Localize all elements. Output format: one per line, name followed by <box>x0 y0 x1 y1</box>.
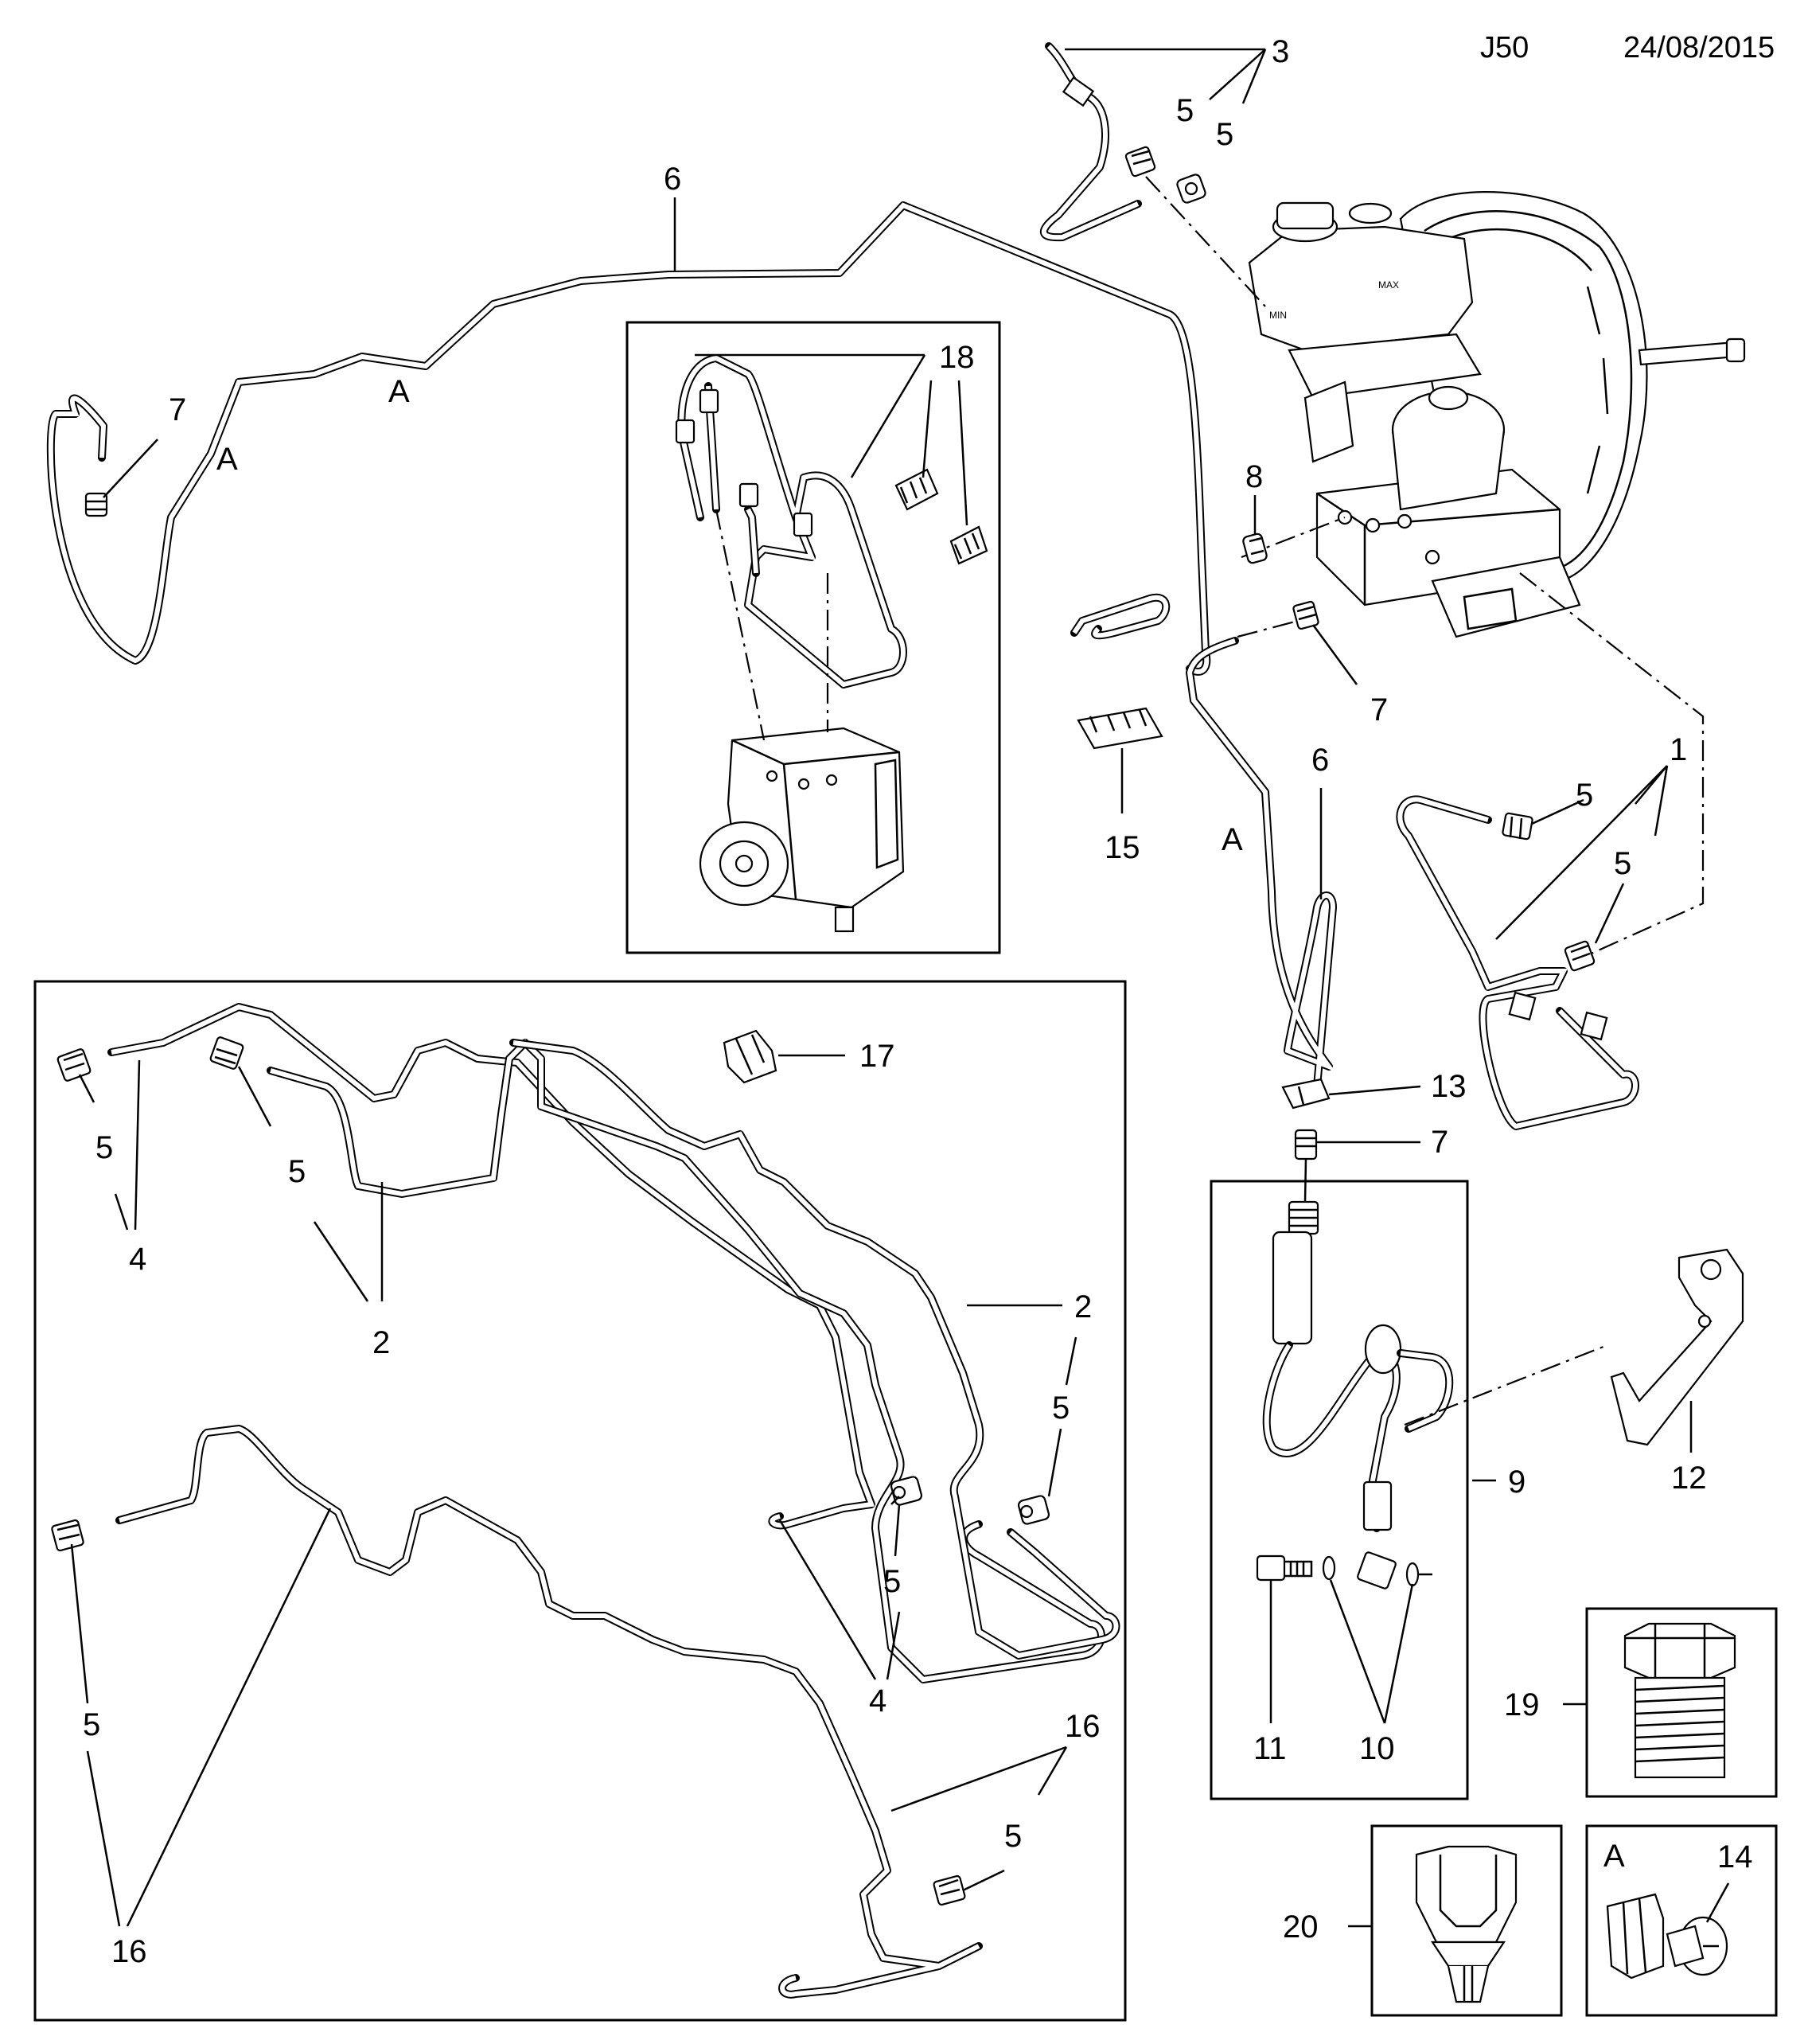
callout-5-rear-e: 5 <box>83 1707 100 1742</box>
push-rivet-20 <box>1415 1845 1518 2003</box>
callout-14: 14 <box>1717 1839 1753 1874</box>
brake-pipe-3 <box>1039 42 1142 242</box>
brake-pipe-4 <box>107 1003 875 1530</box>
pipe-clip-18-b <box>949 525 988 565</box>
callout-15: 15 <box>1105 830 1140 865</box>
pipe-clip-18-a <box>894 468 939 511</box>
callout-12: 12 <box>1671 1461 1707 1496</box>
callout-5-rear-c: 5 <box>1052 1391 1070 1426</box>
tube-nut-5-rear-e <box>51 1519 84 1552</box>
clip-frame <box>1585 1824 1778 2017</box>
rivet-frame <box>1370 1824 1563 2017</box>
callout-5-right-b: 5 <box>1614 846 1631 881</box>
diagram-date: 24/08/2015 <box>1623 31 1775 64</box>
brake-pipe-2-b <box>509 1039 1120 1660</box>
callout-6-top: 6 <box>664 162 681 197</box>
tube-nut-5-rear-a <box>56 1048 92 1082</box>
callout-7-low: 7 <box>1431 1125 1448 1160</box>
callout-7-left: 7 <box>169 392 186 427</box>
diagram-code: J50 <box>1480 31 1529 64</box>
tube-nut-5-right-a <box>1502 812 1533 841</box>
tube-nut-5-rear-d <box>1017 1495 1050 1525</box>
callout-2-left: 2 <box>372 1325 390 1360</box>
rear-lines-frame <box>33 980 1127 2022</box>
pipe-clip-13 <box>1281 1078 1331 1110</box>
callout-4-mid: 4 <box>869 1683 886 1718</box>
callout-5-rear-d: 5 <box>883 1564 901 1599</box>
callout-16-right: 16 <box>1065 1709 1101 1744</box>
callout-4-left: 4 <box>129 1242 146 1277</box>
leader-dash-18 <box>715 509 829 741</box>
callout-18: 18 <box>939 340 975 375</box>
abs-unit-detail <box>699 727 905 933</box>
grommet-8 <box>1242 532 1268 564</box>
callout-labels: 3 5 5 6 7 18 8 7 15 6 1 5 5 13 7 17 9 12… <box>83 34 1753 1969</box>
callout-10: 10 <box>1359 1731 1395 1766</box>
clip-position-markers: A A A A <box>216 374 1625 1874</box>
plug-19 <box>1623 1622 1736 1779</box>
flex-hose-9 <box>1262 1200 1454 1590</box>
tube-nut-7-low <box>1294 1129 1318 1203</box>
callout-13: 13 <box>1431 1069 1467 1104</box>
reservoir-max-label: MAX <box>1378 279 1399 291</box>
callout-2-right: 2 <box>1074 1289 1092 1324</box>
callout-9: 9 <box>1508 1465 1526 1500</box>
reservoir-min-label: MIN <box>1269 310 1287 321</box>
callout-19: 19 <box>1504 1687 1540 1722</box>
marker-a-2: A <box>216 442 238 477</box>
tube-nut-5-top-a <box>1124 146 1156 177</box>
abs-detail-pipes-18 <box>675 354 907 688</box>
callout-6-lower: 6 <box>1311 743 1329 778</box>
leader-dash-1 <box>1519 572 1705 957</box>
callout-11: 11 <box>1253 1731 1287 1766</box>
marker-a-1: A <box>388 374 410 409</box>
callout-5-right-a: 5 <box>1576 778 1593 813</box>
callout-8: 8 <box>1245 459 1263 494</box>
brake-pipe-6-upper <box>46 201 1211 676</box>
brake-pipe-6-lower <box>1186 637 1337 1090</box>
callout-1: 1 <box>1670 732 1687 767</box>
tube-nut-5-top-b <box>1176 174 1206 204</box>
marker-a-4: A <box>1603 1839 1625 1874</box>
plug-frame <box>1585 1607 1778 1798</box>
tube-nut-7-mid <box>1292 600 1319 630</box>
brake-booster-assembly: MAX MIN <box>1248 191 1746 638</box>
pipe-clip-17 <box>723 1029 777 1084</box>
callout-5-rear-b: 5 <box>288 1154 306 1189</box>
callout-5-top-b: 5 <box>1216 117 1233 152</box>
callout-5-rear-a: 5 <box>95 1130 113 1165</box>
sealing-washers-10 <box>1322 1555 1432 1587</box>
clip-14 <box>1606 1893 1728 1980</box>
tube-nut-5-rear-f <box>933 1874 966 1906</box>
flex-hose-frame <box>1210 1180 1469 1800</box>
callout-5-rear-f: 5 <box>1004 1819 1022 1854</box>
hose-bracket-12 <box>1610 1248 1744 1446</box>
tube-nut-7-left <box>84 492 108 517</box>
callout-3: 3 <box>1272 34 1289 69</box>
banjo-bolt-11 <box>1256 1554 1313 1582</box>
callout-5-top-a: 5 <box>1176 93 1194 128</box>
callout-7-mid: 7 <box>1370 692 1388 727</box>
leader-dash-3 <box>1145 176 1266 307</box>
leader-lines <box>70 48 1730 1928</box>
callout-20: 20 <box>1283 1909 1319 1945</box>
brake-pipe-short-8 <box>1070 593 1171 640</box>
tube-nut-5-right-b <box>1564 940 1596 972</box>
callout-16-left: 16 <box>111 1934 147 1969</box>
abs-detail-frame <box>625 321 1001 954</box>
tube-nut-5-rear-b <box>209 1036 244 1070</box>
brake-pipe-16 <box>115 1425 983 1999</box>
pipe-clip-15 <box>1077 707 1163 750</box>
marker-a-3: A <box>1222 822 1243 857</box>
callout-17: 17 <box>859 1039 895 1074</box>
brake-pipe-2-a <box>267 1039 1105 1683</box>
brake-pipe-1 <box>1396 795 1639 1130</box>
